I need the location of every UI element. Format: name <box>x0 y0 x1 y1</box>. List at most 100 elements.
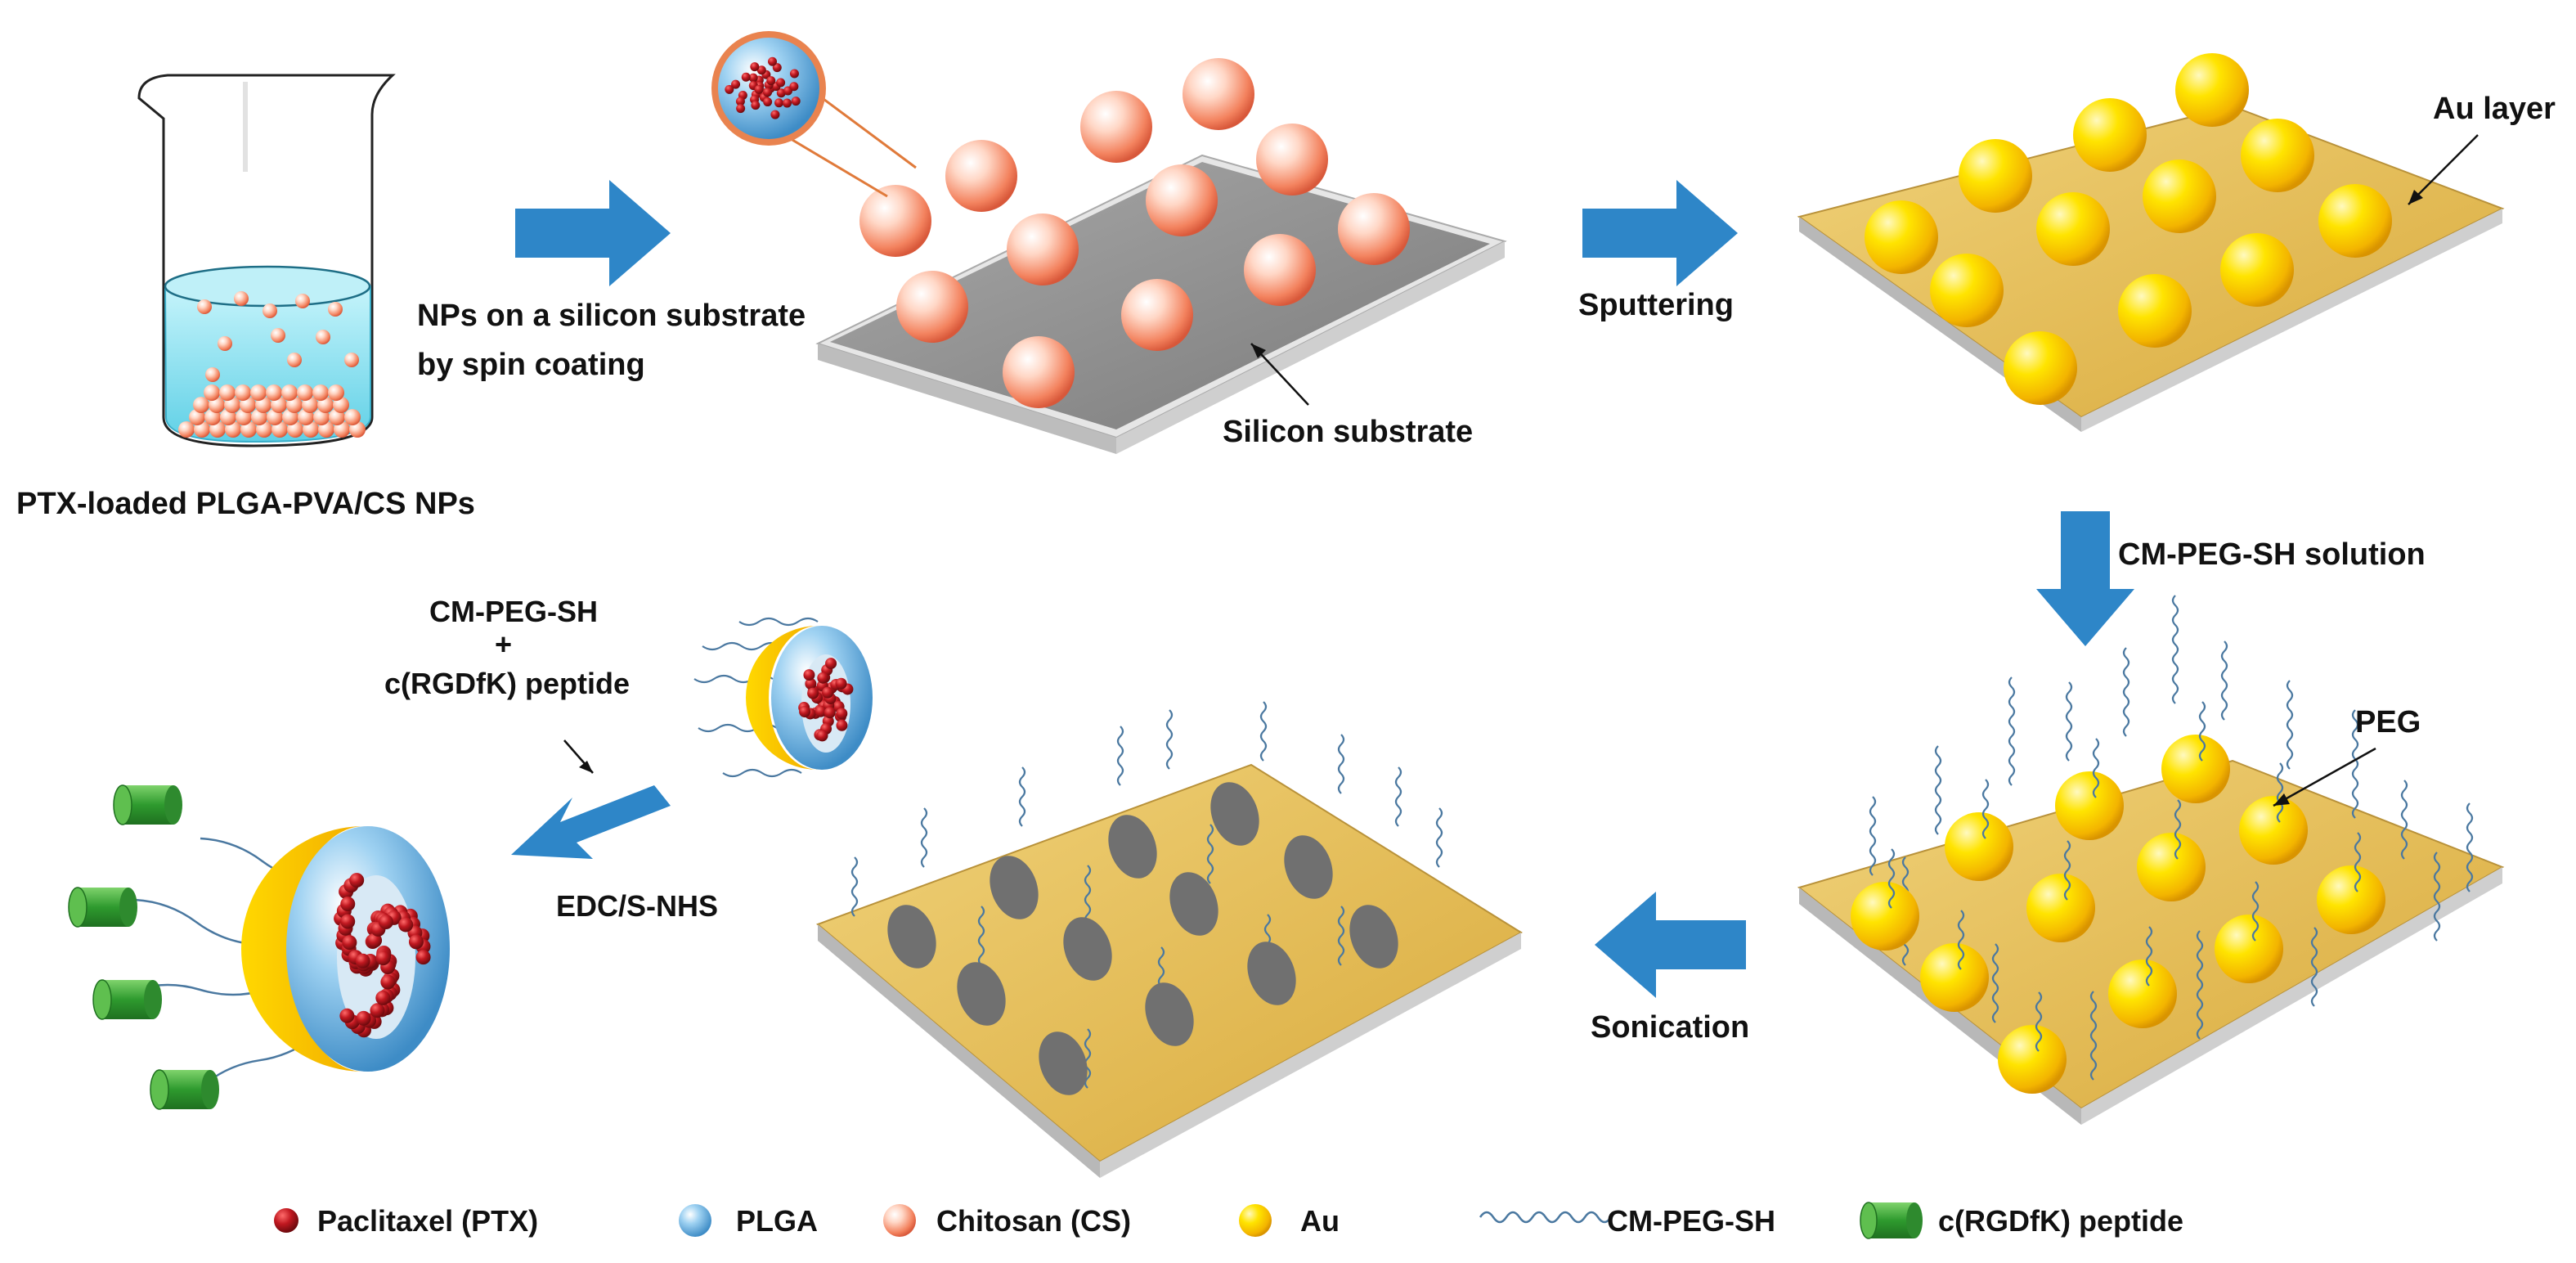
hole <box>1247 942 1296 1005</box>
chitosan-sphere <box>1121 279 1193 351</box>
ptx-dot <box>741 72 751 82</box>
step1-label-line1: NPs on a silicon substrate <box>417 299 806 333</box>
nanoparticle <box>271 328 285 343</box>
peg-chain <box>2198 701 2206 762</box>
nanoparticle <box>328 384 344 401</box>
hole <box>1145 982 1194 1046</box>
gold-sphere <box>1930 254 2004 327</box>
chitosan-sphere <box>1183 58 1254 130</box>
nanoparticle <box>312 384 329 401</box>
nanoparticle <box>281 384 298 401</box>
peg-chain <box>2145 926 2153 987</box>
gold-sphere <box>1945 812 2013 881</box>
nanoparticle <box>349 421 366 438</box>
ptx-dot <box>776 88 786 98</box>
gold-sphere <box>1998 1025 2067 1094</box>
hole <box>1039 1032 1088 1095</box>
chitosan-sphere <box>1338 193 1410 265</box>
peg-chain <box>1435 807 1443 868</box>
nanoparticle <box>235 384 251 401</box>
ptx-dot <box>375 951 391 966</box>
ptx-dot <box>772 63 782 73</box>
chitosan-sphere <box>1080 91 1152 163</box>
peg-label: PEG <box>2355 705 2421 739</box>
chitosan-np-array <box>859 58 1410 408</box>
legend-label-peptide: c(RGDfK) peptide <box>1938 1204 2183 1238</box>
nanoparticle <box>194 421 210 438</box>
nanoparticle <box>316 330 330 344</box>
hole <box>1284 835 1333 899</box>
nanoparticle <box>240 421 257 438</box>
nanoparticle <box>204 384 220 401</box>
gold-sphere <box>2215 915 2283 983</box>
nanoparticle <box>240 397 256 413</box>
gold-sphere <box>2239 796 2308 865</box>
ptx-dot <box>367 933 383 948</box>
chitosan-sphere <box>1146 164 1218 236</box>
gold-sphere <box>2161 735 2230 803</box>
peg-chain <box>920 807 928 868</box>
sputtering-label: Sputtering <box>1578 288 1734 322</box>
nanoparticle <box>328 302 343 317</box>
peg-chain <box>2400 780 2408 860</box>
ptx-dot <box>822 686 834 699</box>
arrow-down-peg <box>2036 511 2134 646</box>
ptx-dot <box>824 707 836 719</box>
chitosan-sphere <box>1007 213 1079 285</box>
peptide-end <box>150 1069 169 1110</box>
ptx-dot <box>774 98 784 108</box>
ptx-dot <box>815 705 827 717</box>
nanoparticle <box>219 384 236 401</box>
gold-sphere <box>2317 865 2385 934</box>
zoom-inset <box>711 31 917 198</box>
ptx-dot <box>768 56 778 66</box>
nanoparticle <box>225 421 241 438</box>
peptide-cylinder <box>113 784 182 825</box>
peg-chain <box>2351 709 2359 819</box>
hole-array <box>887 782 1398 1095</box>
ptx-dot <box>817 672 829 684</box>
peptide-cylinder <box>68 887 137 928</box>
beaker-illustration <box>137 74 396 447</box>
peptide-end <box>164 785 182 825</box>
peptide-end <box>68 887 88 928</box>
peg-chain <box>1018 766 1026 827</box>
arrow-sputtering <box>1582 180 1738 286</box>
peg-chain <box>1957 910 1965 970</box>
peg-chain <box>850 856 859 917</box>
ptx-dot <box>342 935 357 951</box>
gold-coated-np-array <box>1865 53 2392 405</box>
hole <box>957 962 1006 1026</box>
chitosan-sphere <box>1244 234 1316 306</box>
nanoparticle <box>287 353 302 367</box>
legend-item-chitosan: Chitosan (CS) <box>883 1204 1131 1238</box>
chitosan-sphere <box>945 140 1017 212</box>
nanoparticle <box>234 291 249 306</box>
ptx-dot <box>825 658 837 670</box>
gold-sphere <box>1851 882 1919 951</box>
hole <box>990 856 1039 919</box>
legend-label-peg: CM-PEG-SH <box>1607 1204 1775 1238</box>
nanoparticle <box>178 421 195 438</box>
peg-chain <box>1116 726 1124 786</box>
peg-chain <box>2354 832 2362 892</box>
nanoparticle <box>209 397 225 413</box>
nanoparticle <box>344 353 359 367</box>
peg-chain <box>2220 640 2228 721</box>
ptx-dot <box>340 914 356 929</box>
legend: Paclitaxel (PTX) PLGA Chitosan (CS) Au C… <box>274 1202 2183 1239</box>
gold-sphere <box>2073 98 2147 172</box>
gold-sphere <box>2241 119 2314 192</box>
peg-chain <box>2089 991 2098 1081</box>
nanoparticle <box>344 409 361 425</box>
blue-sphere-icon <box>679 1204 711 1237</box>
edc-label: EDC/S-NHS <box>556 889 718 923</box>
peg-chain <box>2466 802 2474 892</box>
red-dot-icon <box>274 1208 298 1233</box>
hole <box>887 905 936 969</box>
orange-sphere-icon <box>883 1204 916 1237</box>
ptx-dot <box>355 953 370 969</box>
peg-chain <box>2433 852 2441 942</box>
peg-chain <box>702 641 782 651</box>
nanoparticle <box>209 421 226 438</box>
